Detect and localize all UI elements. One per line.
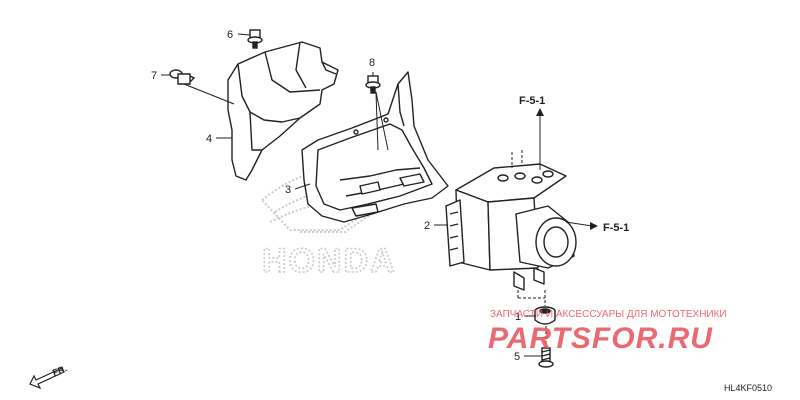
reference-top: F-5-1 — [519, 95, 545, 107]
direction-arrow-icon — [29, 367, 65, 390]
shop-tagline-watermark: ЗАПЧАСТИ И АКСЕССУАРЫ ДЛЯ МОТОТЕХНИКИ — [490, 309, 727, 320]
leader-lines — [161, 33, 593, 357]
shop-logo-watermark: PARTSFOR.RU — [488, 322, 713, 355]
arrow-up-icon — [536, 108, 544, 116]
part-4-cover — [227, 41, 339, 181]
part-label-1: 1 — [515, 311, 521, 323]
diagram-code: HL4KF0510 — [724, 383, 772, 393]
direction-label: FR. — [51, 363, 68, 378]
part-label-5: 5 — [514, 351, 520, 363]
part-label-4: 4 — [206, 133, 212, 145]
honda-wordmark-watermark: HONDA — [262, 242, 397, 280]
reference-right: F-5-1 — [603, 222, 629, 234]
part-7-clip — [169, 69, 196, 85]
part-2-abs-modulator — [445, 163, 577, 291]
front-direction-indicator: FR. — [29, 363, 68, 390]
part-3-bracket — [301, 71, 449, 223]
part-8-bolt — [365, 75, 381, 94]
part-label-7: 7 — [151, 70, 157, 82]
part-label-2: 2 — [424, 220, 430, 232]
part-6-bolt — [247, 29, 263, 49]
part-label-8: 8 — [369, 57, 375, 69]
arrow-right-icon — [590, 222, 598, 230]
part-1-grommet — [534, 306, 556, 325]
part-label-6: 6 — [227, 29, 233, 41]
part-label-3: 3 — [285, 184, 291, 196]
